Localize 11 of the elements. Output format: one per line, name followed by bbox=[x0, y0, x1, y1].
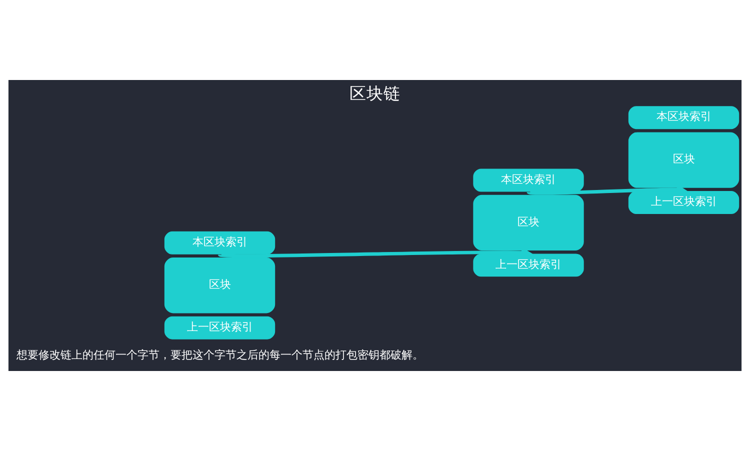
node-box: 本区块索引 bbox=[164, 230, 276, 254]
node-box: 上一区块索引 bbox=[164, 316, 276, 339]
node-box: 本区块索引 bbox=[473, 168, 584, 192]
node-box: 本区块索引 bbox=[628, 106, 740, 129]
node-box: 上一区块索引 bbox=[628, 190, 740, 214]
node-box: 区块 bbox=[164, 257, 276, 313]
node-box: 区块 bbox=[628, 132, 740, 188]
node-box: 区块 bbox=[473, 194, 584, 250]
diagram-title: 区块链 bbox=[350, 82, 400, 102]
caption: 想要修改链上的任何一个字节，要把这个字节之后的每一个节点的打包密钥都破解。 bbox=[16, 348, 424, 361]
node-box: 上一区块索引 bbox=[473, 253, 584, 276]
